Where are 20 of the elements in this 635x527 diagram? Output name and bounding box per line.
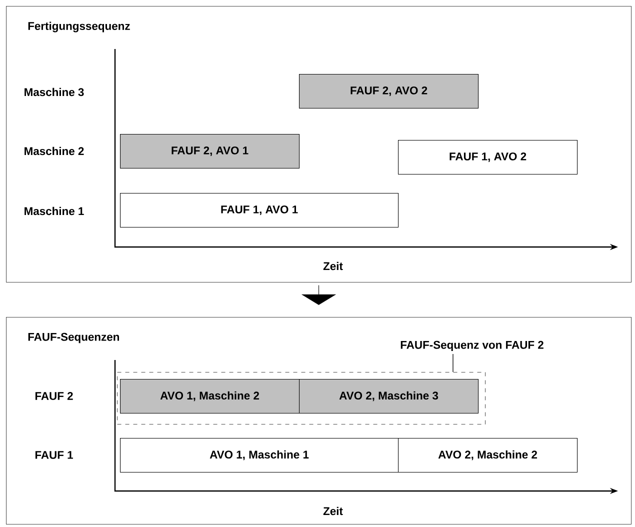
task-box: FAUF 2, AVO 1: [120, 134, 300, 169]
axis-label: Maschine 2: [24, 146, 84, 156]
panel: [6, 317, 632, 525]
task-box: FAUF 1, AVO 1: [120, 193, 399, 228]
axis-label: Zeit: [323, 506, 343, 516]
panel-heading: FAUF-Sequenzen: [28, 332, 119, 344]
axis-label: Maschine 1: [24, 206, 84, 216]
task-box: AVO 1, Maschine 1: [120, 438, 399, 473]
task-box: FAUF 1, AVO 2: [398, 140, 578, 175]
axis-label: Maschine 3: [24, 88, 84, 96]
task-box: AVO 1, Maschine 2: [120, 379, 300, 414]
node-label: FAUF-Sequenz von FAUF 2: [400, 340, 544, 352]
task-box: AVO 2, Maschine 3: [299, 379, 479, 414]
axis-label: Zeit: [323, 262, 343, 270]
task-box: AVO 2, Maschine 2: [398, 438, 578, 473]
axis-label: FAUF 1: [35, 451, 73, 459]
axis-label: FAUF 2: [35, 392, 73, 400]
panel: [6, 6, 632, 283]
task-box: FAUF 2, AVO 2: [299, 74, 479, 109]
panel-heading: Fertigungssequenz: [28, 22, 130, 32]
